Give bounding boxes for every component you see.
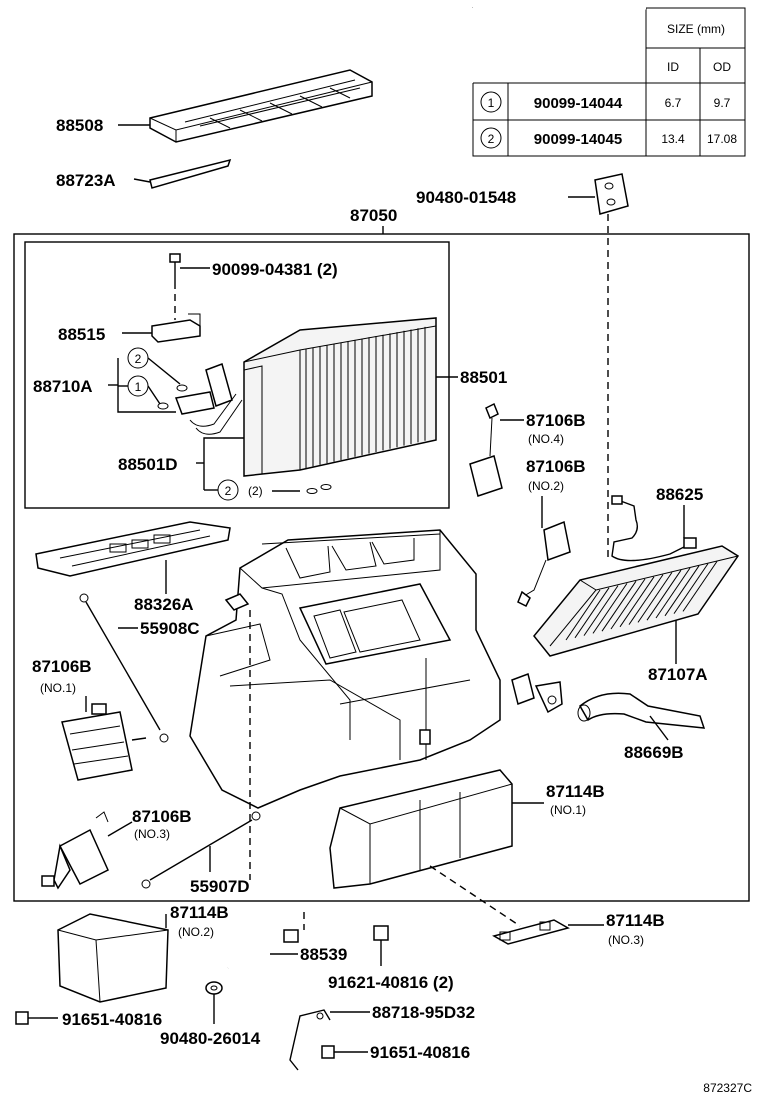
- label-88710A: 88710A: [33, 377, 93, 396]
- label-no4: (NO.4): [528, 432, 564, 446]
- col-id-header: ID: [667, 60, 679, 74]
- label-88723A: 88723A: [56, 171, 116, 190]
- rod-55908C: [79, 593, 169, 743]
- label-88625: 88625: [656, 485, 703, 504]
- label-90099-04381: 90099-04381 (2): [212, 260, 338, 279]
- cover-87114B-no2: [57, 913, 169, 1003]
- clip-small: [224, 593, 250, 611]
- label-91621-40816: 91621-40816 (2): [328, 973, 454, 992]
- size-table: SIZE (mm) ID OD 1 90099-14044 6.7 9.7 2 …: [471, 6, 746, 157]
- label-87114B-no1: 87114B: [546, 782, 605, 801]
- row2-id: 13.4: [661, 132, 685, 146]
- bracket-88718-95D32: [289, 1009, 331, 1071]
- label-87107A: 87107A: [648, 665, 708, 684]
- label-88326A: 88326A: [134, 595, 194, 614]
- row1-part: 90099-14044: [534, 95, 623, 112]
- hose-88669B: [577, 692, 706, 729]
- label-no2: (NO.2): [528, 479, 564, 493]
- servo-87106B-no3: [41, 811, 109, 890]
- label-87106B-no2: 87106B: [526, 457, 586, 476]
- label-no3-b: (NO.3): [608, 933, 644, 947]
- harness-88625: [611, 495, 697, 562]
- label-55907D: 55907D: [190, 877, 250, 896]
- label-88539: 88539: [300, 945, 347, 964]
- rod-55907D: [141, 811, 261, 889]
- row1-id: 6.7: [665, 96, 682, 110]
- label-87050: 87050: [350, 206, 397, 225]
- evaporator-subassembly-box: [24, 241, 450, 509]
- label-no3: (NO.3): [134, 827, 170, 841]
- air-conditioning-unit-case: [189, 529, 501, 809]
- figure-code: 872327C: [703, 1081, 752, 1095]
- label-87106B-no1: 87106B: [32, 657, 92, 676]
- label-no1-b: (NO.1): [550, 803, 586, 817]
- col-od-header: OD: [713, 60, 731, 74]
- evaporator-core-88501: [243, 317, 437, 477]
- row2-part: 90099-14045: [534, 131, 622, 148]
- servo-87106B-no1: [61, 703, 147, 781]
- o-ring-small-a: [306, 488, 318, 494]
- circle-2-b: 2: [225, 484, 232, 498]
- row1-od: 9.7: [714, 96, 731, 110]
- label-no2-b: (NO.2): [178, 925, 214, 939]
- label-88669B: 88669B: [624, 743, 684, 762]
- grommet-90480-26014: [205, 981, 223, 995]
- servo-87106B-no4: [469, 402, 503, 497]
- label-91651-40816-b: 91651-40816: [370, 1043, 470, 1062]
- pipe-88539: [226, 929, 299, 969]
- row2-od: 17.08: [707, 132, 737, 146]
- screw-91621-40816: [373, 925, 389, 966]
- label-88501D: 88501D: [118, 455, 178, 474]
- label-no1: (NO.1): [40, 681, 76, 695]
- filter-tray-88508: [149, 69, 373, 143]
- servo-87106B-no2: [517, 520, 571, 608]
- label-90480-26014: 90480-26014: [160, 1029, 261, 1048]
- label-87114B-no3: 87114B: [606, 911, 665, 930]
- screw-91651-40816-a: [15, 1011, 40, 1025]
- label-88508: 88508: [56, 116, 103, 135]
- bracket-87114B-no3: [492, 919, 570, 945]
- connector-small: [511, 673, 563, 714]
- label-88501: 88501: [460, 368, 507, 387]
- heater-core-87107A: [533, 545, 740, 657]
- size-header: SIZE (mm): [667, 22, 725, 36]
- bolt-90099-04381: [169, 253, 181, 320]
- row2-mark: 2: [488, 132, 495, 146]
- label-88515: 88515: [58, 325, 105, 344]
- panel-88326A: [35, 521, 231, 577]
- label-87106B-no3: 87106B: [132, 807, 192, 826]
- grommet-90480-01548: [594, 173, 629, 215]
- circle-1-a: 1: [135, 380, 142, 394]
- screw-91651-40816-b: [321, 1045, 335, 1059]
- label-91651-40816-a: 91651-40816: [62, 1010, 162, 1029]
- row1-mark: 1: [488, 96, 495, 110]
- expansion-valve-88710A: [157, 363, 243, 435]
- circle-2-a: 2: [135, 352, 142, 366]
- label-90480-01548: 90480-01548: [416, 188, 516, 207]
- o-ring-callouts: 2 1: [117, 347, 181, 413]
- gasket-88723A: [149, 158, 232, 189]
- label-87114B-no2: 87114B: [170, 903, 229, 922]
- assembly-box-87050: [13, 233, 750, 902]
- ring-qty: (2): [248, 484, 263, 498]
- label-87106B-no4: 87106B: [526, 411, 586, 430]
- label-55908C: 55908C: [140, 619, 200, 638]
- duct-cover-87114B-no1: [329, 769, 513, 889]
- label-88718-95D32: 88718-95D32: [372, 1003, 475, 1022]
- o-ring-small-b: [320, 484, 332, 490]
- bracket-88515: [151, 313, 201, 343]
